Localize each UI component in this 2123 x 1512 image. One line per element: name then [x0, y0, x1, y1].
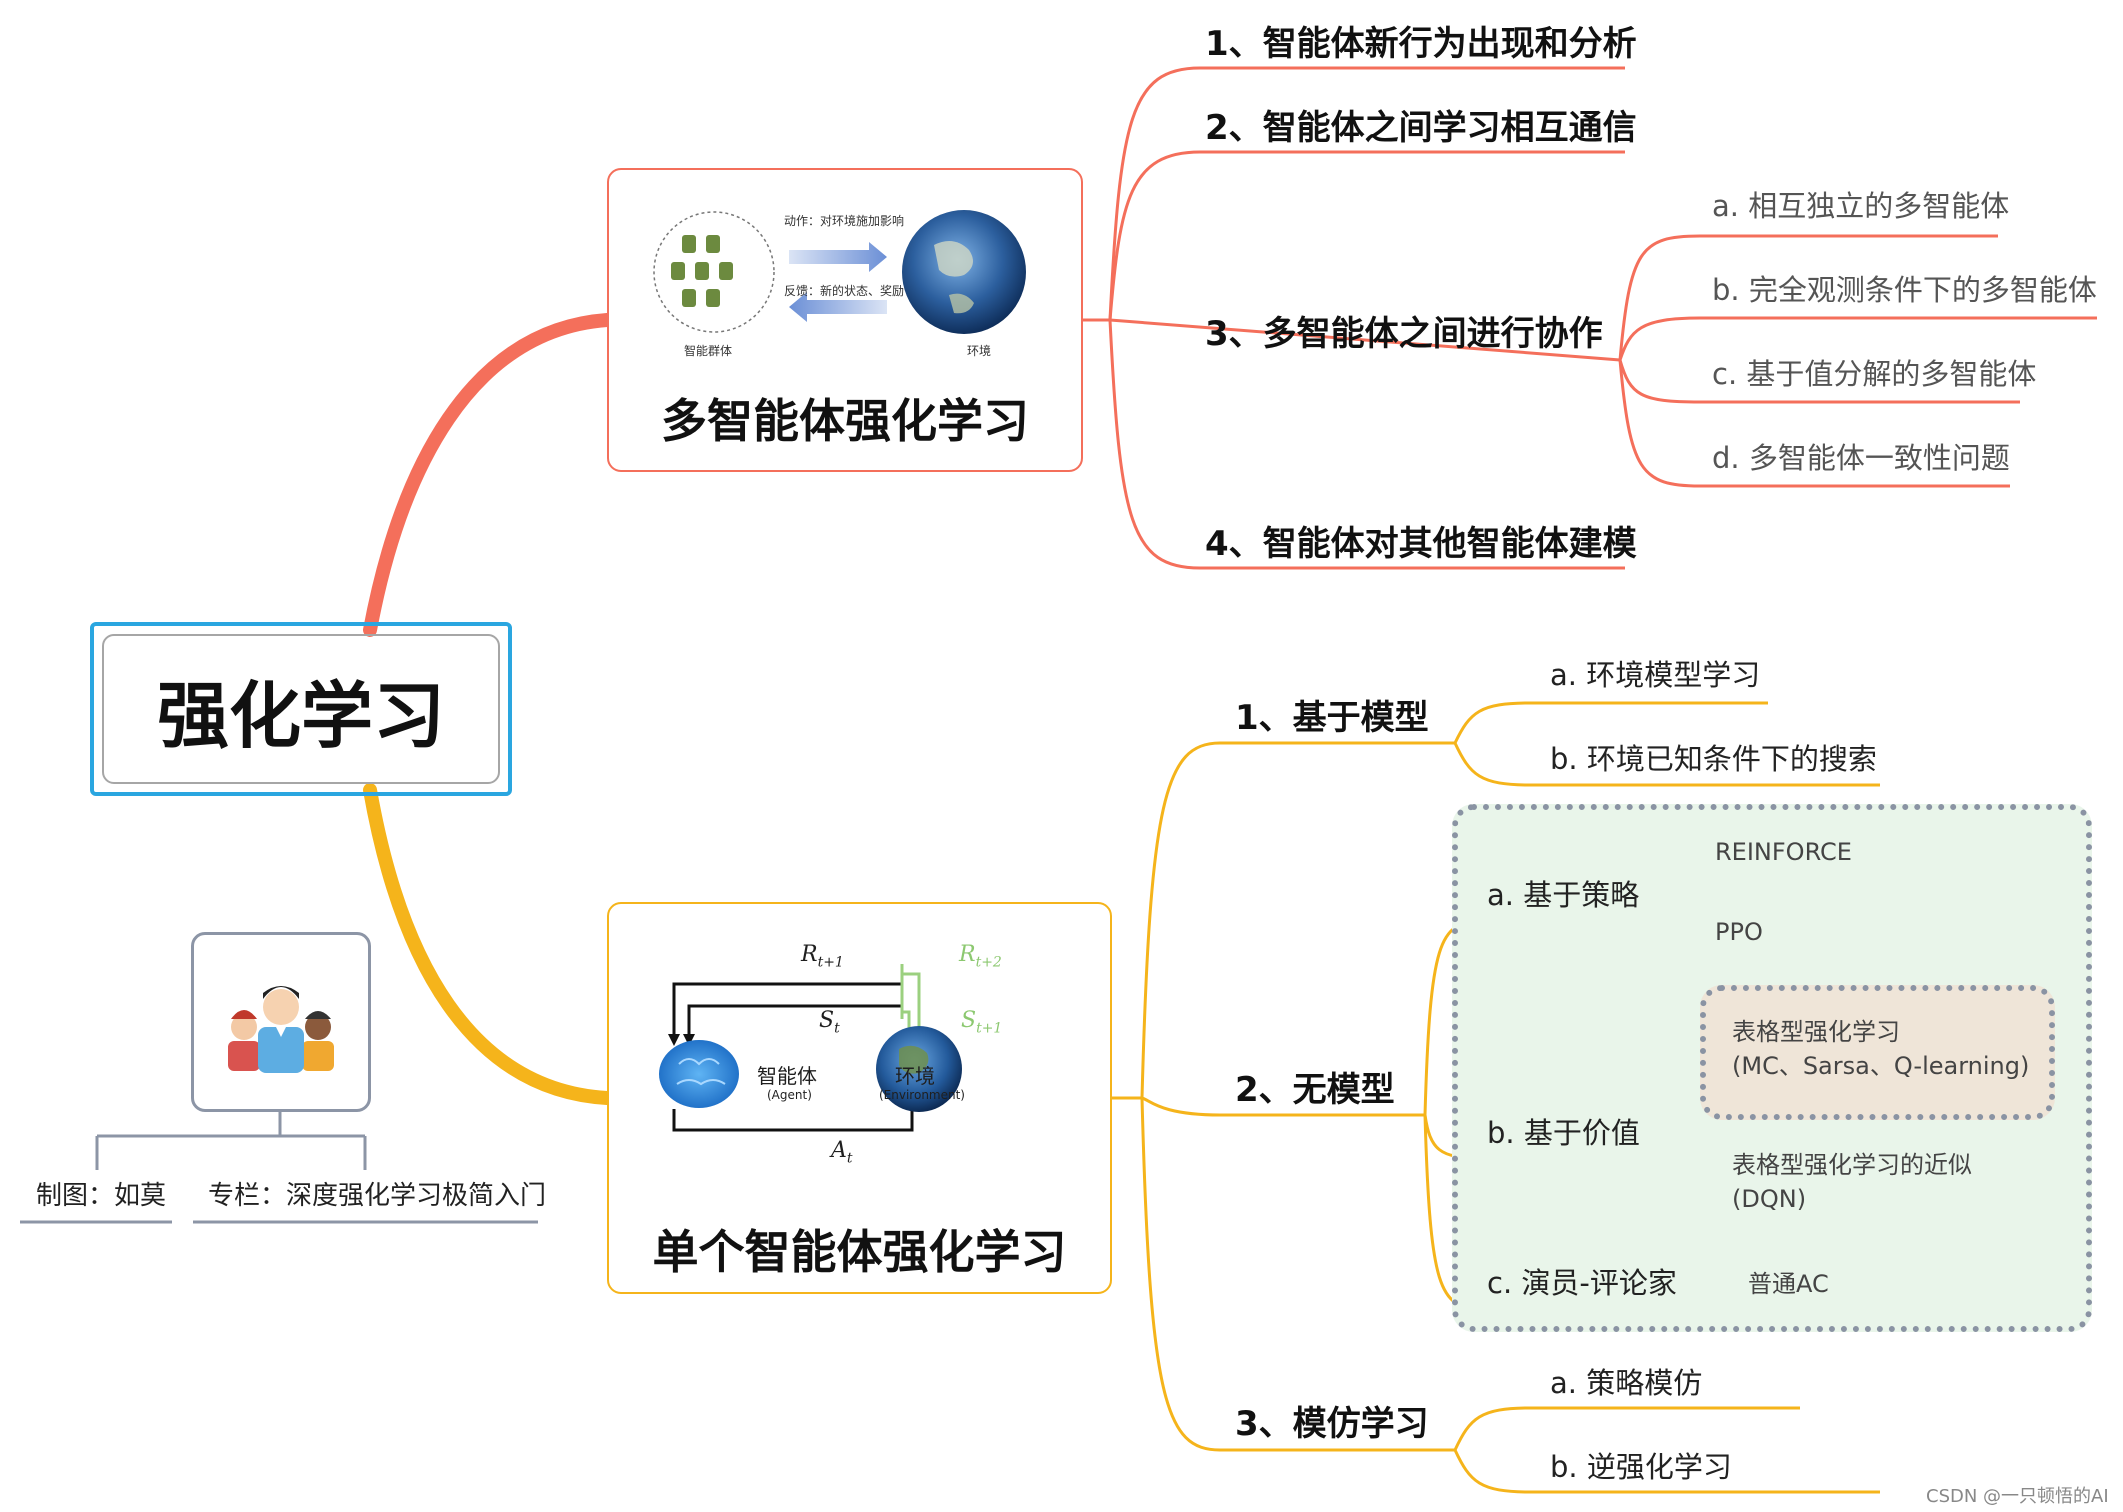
tabular-group-box [1700, 985, 2055, 1120]
ppo-leaf[interactable]: PPO [1715, 918, 1763, 946]
single-branch-3[interactable]: 3、模仿学习 [1235, 1404, 1429, 1444]
imitation-a[interactable]: a. 策略模仿 [1550, 1366, 1703, 1400]
env-label-single: 环境 [895, 1064, 935, 1088]
imitation-b[interactable]: b. 逆强化学习 [1550, 1450, 1732, 1484]
tabular-rl-line2: (MC、Sarsa、Q-learning) [1732, 1052, 2030, 1080]
agent-en-label: (Agent) [767, 1088, 812, 1102]
people-icon [228, 986, 334, 1073]
agent-label: 智能体 [757, 1064, 817, 1088]
multi-branch-1[interactable]: 1、智能体新行为出现和分析 [1205, 24, 1637, 64]
tabular-approx-leaf[interactable]: 表格型强化学习的近似 (DQN) [1732, 1148, 1972, 1216]
agents-label: 智能群体 [684, 344, 733, 358]
tabular-rl-leaf[interactable]: 表格型强化学习 (MC、Sarsa、Q-learning) [1732, 1015, 2029, 1083]
multi-branch-4[interactable]: 4、智能体对其他智能体建模 [1205, 524, 1637, 564]
root-node[interactable]: 强化学习 [90, 622, 512, 796]
action-t-label: At [831, 1138, 853, 1167]
multi-branch-3-a[interactable]: a. 相互独立的多智能体 [1712, 189, 2010, 223]
reward-t2-label: Rt+2 [959, 942, 1002, 971]
reward-t1-label: Rt+1 [801, 942, 844, 971]
vanilla-ac-leaf[interactable]: 普通AC [1748, 1270, 1829, 1298]
feedback-label: 反馈：新的状态、奖励 [784, 284, 905, 298]
value-based[interactable]: b. 基于价值 [1487, 1116, 1640, 1150]
single-branch-2[interactable]: 2、无模型 [1235, 1070, 1395, 1110]
author-credit: 制图：如莫 [36, 1181, 167, 1211]
single-branch-1[interactable]: 1、基于模型 [1235, 698, 1429, 738]
multi-branch-3-b[interactable]: b. 完全观测条件下的多智能体 [1712, 273, 2097, 307]
multi-branch-3[interactable]: 3、多智能体之间进行协作 [1205, 314, 1603, 354]
multi-branch-3-d[interactable]: d. 多智能体一致性问题 [1712, 441, 2010, 475]
watermark: CSDN @一只顿悟的AI [1926, 1486, 2109, 1507]
team-avatar-card [191, 932, 371, 1112]
agent-environment-loop-diagram [659, 964, 962, 1132]
tabular-rl-line1: 表格型强化学习 [1732, 1018, 1900, 1046]
env-en-label: (Environment) [879, 1088, 965, 1102]
multi-agent-title: 多智能体强化学习 [661, 394, 1029, 448]
link-root-single [363, 783, 614, 1105]
state-t1-label: St+1 [961, 1008, 1003, 1037]
state-t-label: St [819, 1008, 840, 1037]
actor-critic[interactable]: c. 演员-评论家 [1487, 1266, 1677, 1300]
multi-branch-2[interactable]: 2、智能体之间学习相互通信 [1205, 108, 1637, 148]
model-based-b[interactable]: b. 环境已知条件下的搜索 [1550, 742, 1877, 776]
policy-based[interactable]: a. 基于策略 [1487, 878, 1640, 912]
root-title: 强化学习 [102, 634, 500, 784]
env-label: 环境 [967, 344, 992, 358]
action-label: 动作：对环境施加影响 [784, 214, 905, 228]
column-credit: 专栏：深度强化学习极简入门 [208, 1181, 547, 1211]
tabular-approx-line1: 表格型强化学习的近似 [1732, 1151, 1972, 1179]
reinforce-leaf[interactable]: REINFORCE [1715, 838, 1852, 866]
tabular-approx-line2: (DQN) [1732, 1185, 1807, 1213]
link-root-multi [363, 313, 614, 637]
single-agent-title: 单个智能体强化学习 [652, 1225, 1067, 1279]
model-based-a[interactable]: a. 环境模型学习 [1550, 658, 1761, 692]
multi-agent-illustration [653, 210, 1026, 334]
single-agent-card[interactable]: Rt+1 Rt+2 St St+1 At 智能体 (Agent) 环境 (Env… [607, 902, 1112, 1294]
multi-agent-card[interactable]: 动作：对环境施加影响 反馈：新的状态、奖励 智能群体 环境 多智能体强化学习 [607, 168, 1083, 472]
multi-branch-3-c[interactable]: c. 基于值分解的多智能体 [1712, 357, 2037, 391]
